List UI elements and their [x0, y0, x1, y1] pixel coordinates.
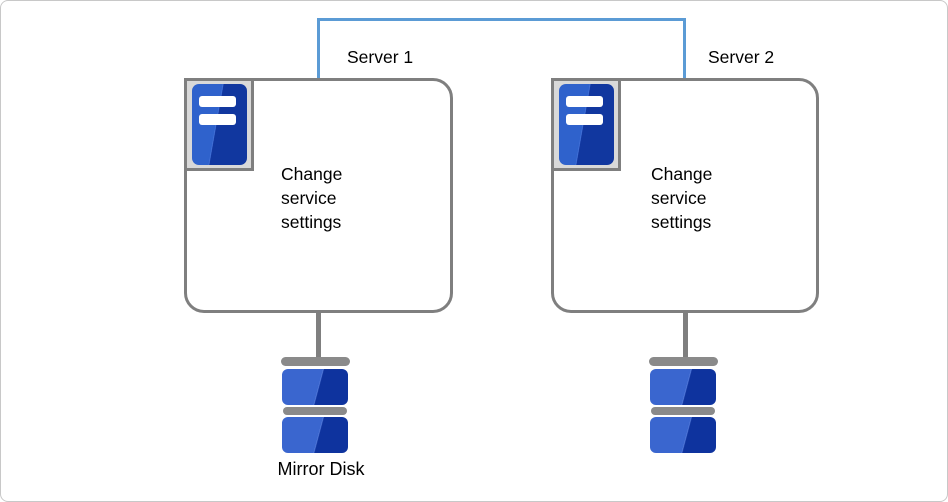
disk-cap-bar	[649, 357, 718, 366]
server2-server-icon	[551, 78, 621, 171]
server-drive-slot-icon	[199, 96, 236, 107]
server-drive-slot-icon	[566, 96, 603, 107]
mirror-disk-label: Mirror Disk	[277, 459, 365, 479]
server-interconnect-line	[317, 18, 686, 78]
mirror-disk2-icon	[649, 357, 718, 453]
server-tower-icon	[192, 84, 247, 165]
server-drive-slot-icon	[566, 114, 603, 125]
disk-cap-bar	[281, 357, 350, 366]
mirror-disk1-icon	[281, 357, 350, 453]
server2-label: Server 2	[708, 47, 775, 67]
server-drive-slot-icon	[199, 114, 236, 125]
server1-label: Server 1	[347, 47, 414, 67]
disk-platter	[650, 417, 716, 453]
disk-platter	[282, 369, 348, 405]
server2-box-text: Change service settings	[651, 164, 713, 232]
server-tower-icon	[559, 84, 614, 165]
server1-disk-connector-line	[316, 311, 321, 358]
server2-disk-connector-line	[683, 311, 688, 358]
disk-platter	[282, 417, 348, 453]
disk-platter	[650, 369, 716, 405]
disk-separator-bar	[283, 407, 347, 415]
server1-box-text: Change service settings	[281, 164, 343, 232]
server1-server-icon	[184, 78, 254, 171]
disk-separator-bar	[651, 407, 715, 415]
